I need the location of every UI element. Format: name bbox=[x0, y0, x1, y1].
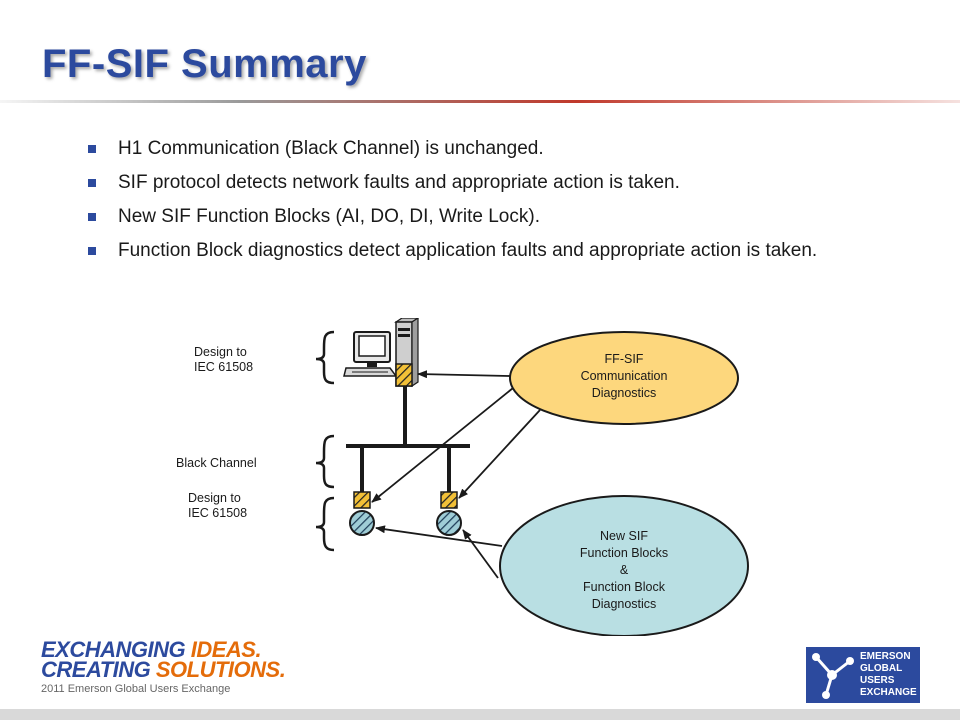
comm-diagnostics-ellipse bbox=[509, 331, 739, 425]
bullet-square-icon bbox=[88, 213, 96, 221]
bullet-text: New SIF Function Blocks (AI, DO, DI, Wri… bbox=[118, 206, 540, 227]
comm-diagnostics-line2: Communication bbox=[581, 369, 668, 383]
design-label-bottom-line1: Design to bbox=[188, 491, 241, 505]
brand-subtitle: 2011 Emerson Global Users Exchange bbox=[41, 683, 231, 695]
design-label-top-line2: IEC 61508 bbox=[194, 360, 253, 374]
network-nodes-icon bbox=[812, 653, 854, 699]
arrow-comm-to-right-device bbox=[458, 409, 541, 499]
logo-text: EMERSON GLOBAL USERS EXCHANGE bbox=[860, 651, 917, 699]
bullet-item: H1 Communication (Black Channel) is unch… bbox=[88, 136, 833, 161]
brace-top bbox=[315, 330, 335, 385]
arrow-comm-to-controller bbox=[417, 370, 511, 379]
bullet-text: SIF protocol detects network faults and … bbox=[118, 172, 680, 193]
brand-word-creating: CREATING bbox=[41, 657, 156, 682]
field-device-left-icon bbox=[349, 491, 375, 536]
arrow-fb-to-left-device bbox=[375, 525, 503, 547]
brand-word-solutions: SOLUTIONS. bbox=[155, 657, 286, 682]
emerson-logo: EMERSON GLOBAL USERS EXCHANGE bbox=[806, 647, 920, 703]
design-label-top-line1: Design to bbox=[194, 345, 247, 359]
footer-bar bbox=[0, 709, 960, 720]
bullet-square-icon bbox=[88, 179, 96, 187]
arrow-fb-to-right-device bbox=[462, 529, 499, 579]
function-block-line2: Function Blocks bbox=[580, 546, 668, 560]
function-block-line5: Diagnostics bbox=[592, 597, 657, 611]
field-device-right-icon bbox=[436, 491, 462, 536]
controller-tower-icon bbox=[394, 318, 420, 388]
function-block-line3: & bbox=[620, 563, 629, 577]
brand-word-exchanging: EXCHANGING bbox=[41, 637, 191, 662]
logo-line-3: USERS bbox=[860, 675, 895, 686]
comm-diagnostics-line1: FF-SIF bbox=[605, 352, 644, 366]
function-block-line1: New SIF bbox=[600, 529, 648, 543]
bullet-square-icon bbox=[88, 145, 96, 153]
comm-diagnostics-line3: Diagnostics bbox=[592, 386, 657, 400]
logo-line-4: EXCHANGE bbox=[860, 687, 917, 698]
design-label-bottom-line2: IEC 61508 bbox=[188, 506, 247, 520]
title-divider bbox=[0, 100, 960, 103]
logo-line-1: EMERSON bbox=[860, 651, 911, 662]
function-block-line4: Function Block bbox=[583, 580, 666, 594]
bullet-item: SIF protocol detects network faults and … bbox=[88, 170, 833, 195]
black-channel-label: Black Channel bbox=[176, 456, 257, 470]
arrow-comm-to-left-device bbox=[371, 387, 514, 503]
brand-word-ideas: IDEAS. bbox=[190, 637, 262, 662]
bullet-text: Function Block diagnostics detect applic… bbox=[118, 240, 818, 261]
bullet-list: H1 Communication (Black Channel) is unch… bbox=[88, 136, 833, 272]
ff-sif-diagram: Design to IEC 61508 Black Channel Design… bbox=[168, 318, 768, 640]
bullet-text: H1 Communication (Black Channel) is unch… bbox=[118, 138, 544, 159]
bullet-item: New SIF Function Blocks (AI, DO, DI, Wri… bbox=[88, 204, 833, 229]
workstation-icon bbox=[343, 331, 398, 377]
bullet-square-icon bbox=[88, 247, 96, 255]
bullet-item: Function Block diagnostics detect applic… bbox=[88, 238, 833, 263]
brace-bottom bbox=[315, 496, 335, 552]
logo-line-2: GLOBAL bbox=[860, 663, 903, 674]
brand-line-1: EXCHANGING IDEAS. bbox=[41, 637, 285, 662]
page-title: FF-SIF Summary bbox=[42, 42, 367, 86]
brand-line-2: CREATING SOLUTIONS. bbox=[41, 657, 286, 682]
brand-tagline: EXCHANGING IDEAS. CREATING SOLUTIONS. 20… bbox=[41, 637, 286, 696]
brace-middle bbox=[315, 434, 335, 489]
footer: EXCHANGING IDEAS. CREATING SOLUTIONS. 20… bbox=[0, 636, 960, 720]
